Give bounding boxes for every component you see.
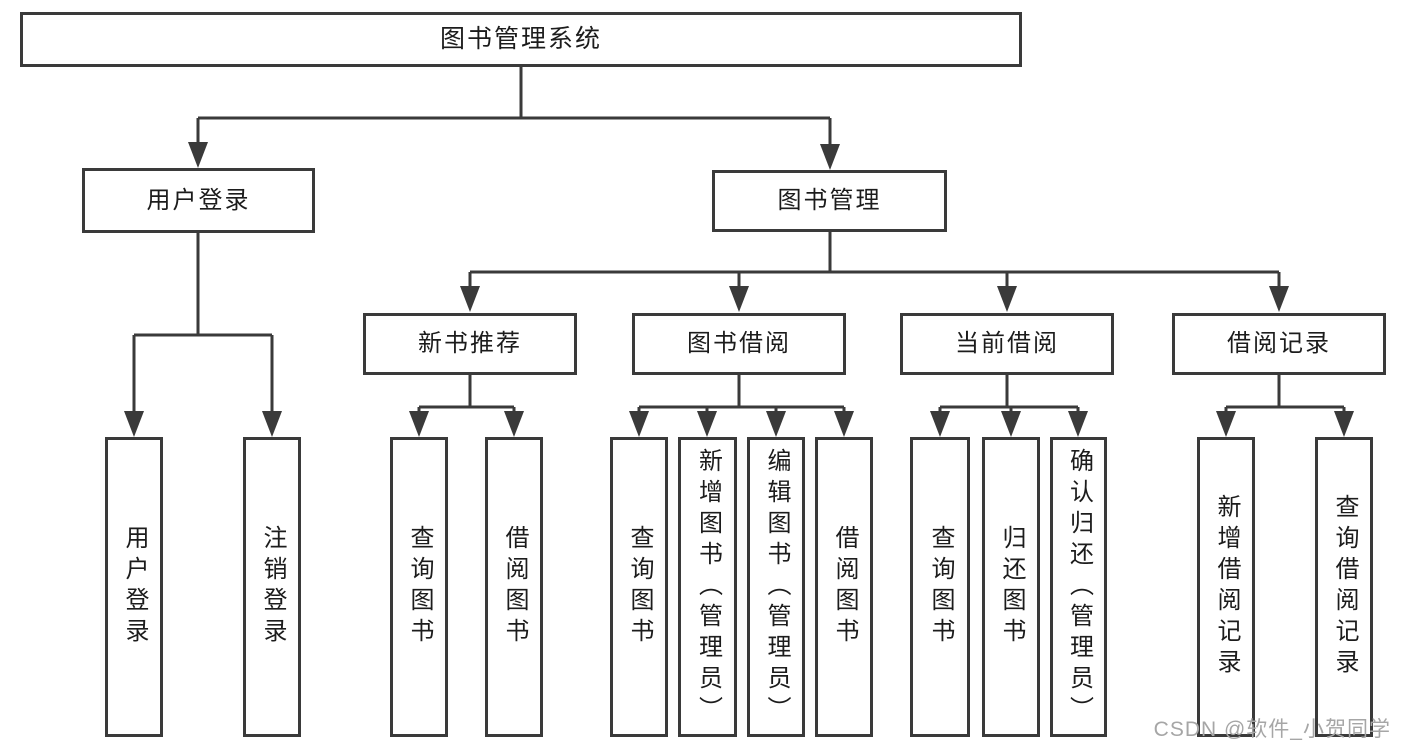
connector-current-split xyxy=(930,375,1088,437)
arrowhead xyxy=(409,411,429,437)
leaf-logout: 注销登录 xyxy=(243,437,301,737)
arrowhead xyxy=(1068,411,1088,437)
leaf-current-query: 查询图书 xyxy=(910,437,970,737)
node-current: 当前借阅 xyxy=(900,313,1114,375)
leaf-borrow-borrow-label: 借阅图书 xyxy=(831,525,858,649)
node-user-login: 用户登录 xyxy=(82,168,315,233)
node-root-label: 图书管理系统 xyxy=(439,25,602,53)
leaf-records-add-label: 新增借阅记录 xyxy=(1213,494,1240,680)
leaf-current-query-label: 查询图书 xyxy=(927,525,954,649)
arrowhead xyxy=(1001,411,1021,437)
connector-book-mgmt-split xyxy=(460,232,1289,312)
arrowhead xyxy=(997,286,1017,312)
leaf-user-login-label: 用户登录 xyxy=(121,525,148,649)
leaf-borrow-add: 新增图书（管理员） xyxy=(678,437,737,737)
node-new-books-label: 新书推荐 xyxy=(418,330,522,357)
arrowhead xyxy=(820,144,840,170)
leaf-newbooks-query-label: 查询图书 xyxy=(406,525,433,649)
leaf-records-add: 新增借阅记录 xyxy=(1197,437,1255,737)
connector-new-books-split xyxy=(409,375,524,437)
leaf-borrow-query-label: 查询图书 xyxy=(626,525,653,649)
node-current-label: 当前借阅 xyxy=(955,330,1059,357)
arrowhead xyxy=(697,411,717,437)
connector-user-login-split xyxy=(124,233,282,437)
csdn-watermark: CSDN @软件_小贺同学 xyxy=(1153,718,1391,741)
node-records: 借阅记录 xyxy=(1172,313,1386,375)
leaf-newbooks-query: 查询图书 xyxy=(390,437,448,737)
leaf-borrow-borrow: 借阅图书 xyxy=(815,437,873,737)
leaf-user-login: 用户登录 xyxy=(105,437,163,737)
leaf-records-query-label: 查询借阅记录 xyxy=(1331,494,1358,680)
arrowhead xyxy=(1216,411,1236,437)
arrowhead xyxy=(1269,286,1289,312)
node-borrow: 图书借阅 xyxy=(632,313,846,375)
leaf-current-return: 归还图书 xyxy=(982,437,1040,737)
arrowhead xyxy=(930,411,950,437)
connector-root-split xyxy=(188,67,840,170)
leaf-logout-label: 注销登录 xyxy=(259,525,286,649)
arrowhead xyxy=(124,411,144,437)
connector-records-split xyxy=(1216,375,1354,437)
arrowhead xyxy=(629,411,649,437)
leaf-borrow-edit-label: 编辑图书（管理员） xyxy=(763,447,790,727)
node-new-books: 新书推荐 xyxy=(363,313,577,375)
node-borrow-label: 图书借阅 xyxy=(687,330,791,357)
leaf-current-return-label: 归还图书 xyxy=(998,525,1025,649)
arrowhead xyxy=(188,142,208,168)
leaf-current-confirm: 确认归还（管理员） xyxy=(1050,437,1107,737)
arrowhead xyxy=(729,286,749,312)
arrowhead xyxy=(460,286,480,312)
leaf-borrow-edit: 编辑图书（管理员） xyxy=(747,437,805,737)
connector-borrow-split xyxy=(629,375,854,437)
leaf-borrow-query: 查询图书 xyxy=(610,437,668,737)
node-root: 图书管理系统 xyxy=(20,12,1022,67)
arrowhead xyxy=(766,411,786,437)
node-user-login-label: 用户登录 xyxy=(146,186,251,214)
arrowhead xyxy=(834,411,854,437)
arrowhead xyxy=(1334,411,1354,437)
node-book-mgmt: 图书管理 xyxy=(712,170,947,232)
arrowhead xyxy=(262,411,282,437)
leaf-newbooks-borrow: 借阅图书 xyxy=(485,437,543,737)
leaf-newbooks-borrow-label: 借阅图书 xyxy=(501,525,528,649)
node-records-label: 借阅记录 xyxy=(1227,330,1331,357)
node-book-mgmt-label: 图书管理 xyxy=(777,187,882,214)
leaf-records-query: 查询借阅记录 xyxy=(1315,437,1373,737)
leaf-borrow-add-label: 新增图书（管理员） xyxy=(694,447,722,727)
leaf-current-confirm-label: 确认归还（管理员） xyxy=(1065,447,1093,727)
arrowhead xyxy=(504,411,524,437)
